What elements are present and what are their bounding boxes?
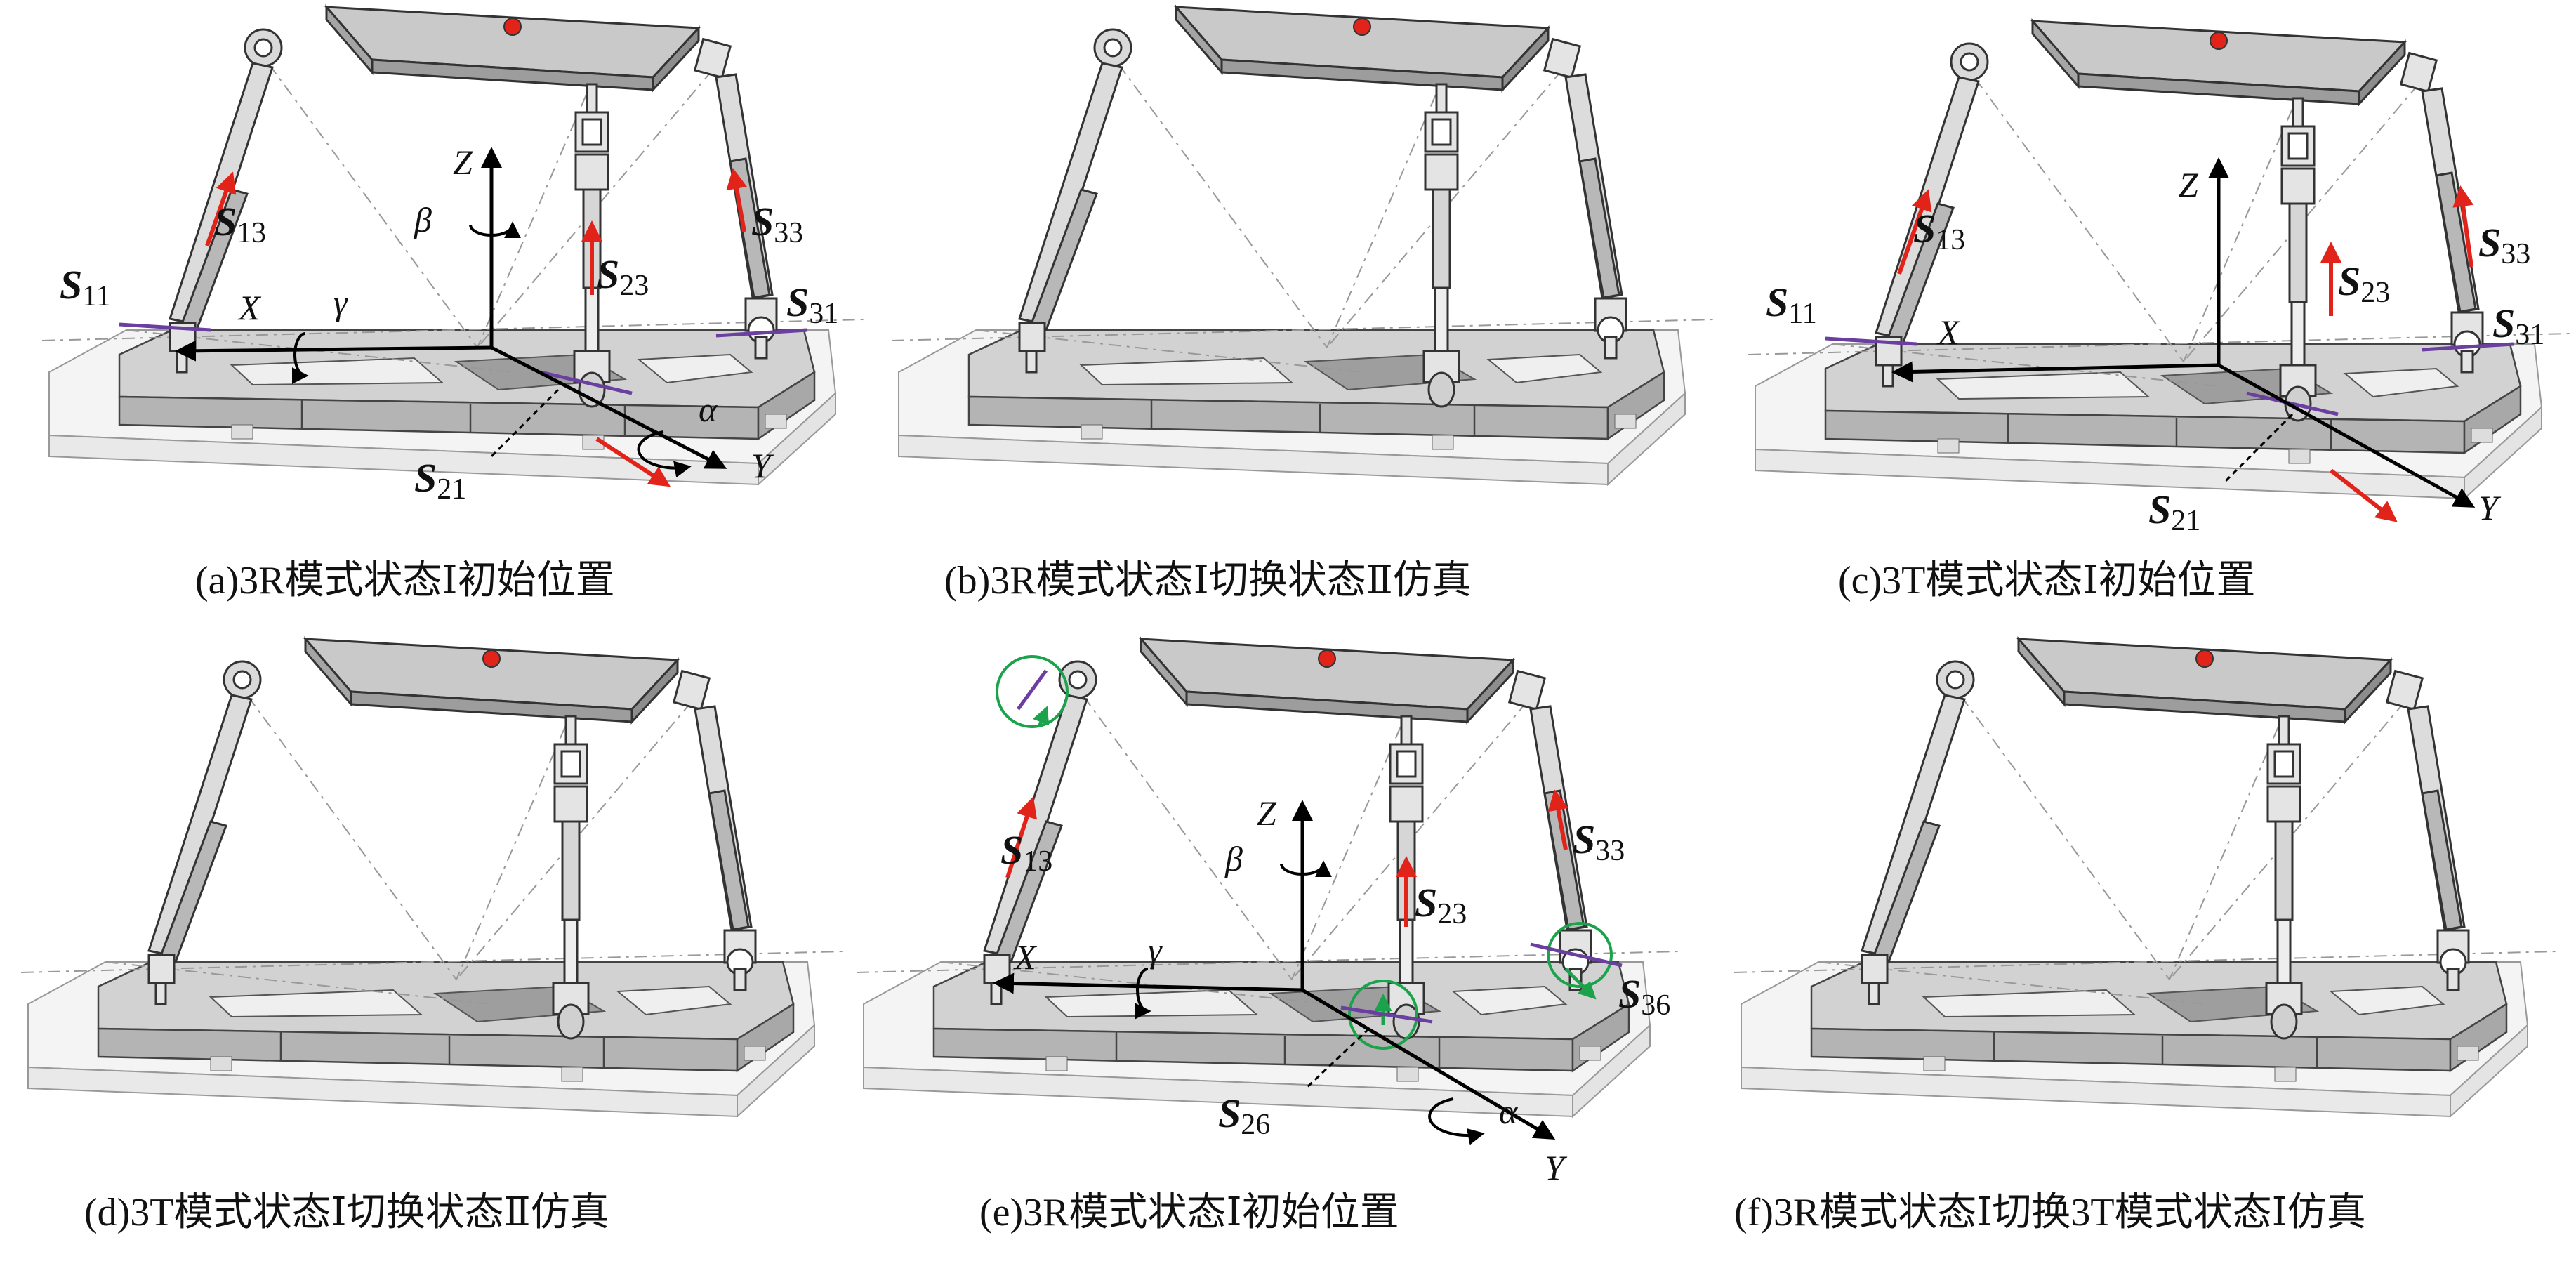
axis-label-gamma: γ	[333, 283, 348, 322]
red-arrow-s33	[726, 168, 747, 232]
label-s33: S33	[2478, 220, 2530, 270]
label-s11: S11	[1766, 279, 1817, 330]
y-axis	[1301, 988, 1556, 1140]
axis-label-alpha: α	[1499, 1092, 1519, 1131]
mechanism-drawing	[20, 638, 844, 1118]
caption-a: (a)3R模式状态Ⅰ初始位置	[195, 559, 615, 602]
label-s31: S31	[786, 279, 838, 330]
y-axis	[2217, 363, 2476, 508]
x-axis	[175, 340, 492, 362]
screw-axis-s31	[715, 328, 808, 338]
axis-label-y: Y	[1545, 1148, 1568, 1187]
label-s23: S23	[2338, 258, 2390, 309]
red-arrow-s33	[1547, 789, 1569, 850]
green-arrow-right	[1564, 968, 1597, 1000]
red-arrow-s13	[205, 171, 237, 246]
screw-axis-s11	[119, 322, 211, 332]
mechanism-drawing	[1747, 20, 2571, 500]
axis-label-y: Y	[751, 446, 774, 485]
screw-axis-s21	[2246, 391, 2339, 416]
panel-c: Z X Y S11 S13 S23 S33 S31 S21	[1747, 20, 2571, 537]
mechanism-drawing	[890, 6, 1715, 486]
mechanism-drawing	[41, 6, 865, 486]
screw-axis-upper	[1016, 669, 1048, 711]
label-s21: S21	[2148, 487, 2200, 537]
red-arrow-s33	[2452, 185, 2474, 268]
screw-axis-s21	[540, 370, 633, 395]
axis-label-x: X	[1013, 937, 1038, 977]
screw-axis-s11	[1825, 336, 1917, 346]
beta-rotation-icon	[469, 221, 521, 239]
x-axis	[1891, 361, 2219, 383]
mechanism-drawing	[1733, 638, 2557, 1118]
caption-f: (f)3R模式状态Ⅰ切换3T模式状态Ⅰ仿真	[1734, 1191, 2366, 1234]
axis-label-z: Z	[453, 143, 473, 182]
green-rotation-circle-center	[1348, 980, 1418, 1050]
axis-label-x: X	[237, 288, 262, 327]
screw-axis-s26	[1340, 1005, 1433, 1024]
red-arrow-s13	[1897, 189, 1932, 275]
panel-a: Z X Y β γ α S11 S13 S23 S33 S31 S21	[41, 6, 865, 506]
label-s31: S31	[2492, 301, 2544, 351]
caption-d: (d)3T模式状态Ⅰ切换状态Ⅱ仿真	[84, 1191, 609, 1234]
axis-label-z: Z	[1257, 793, 1277, 833]
caption-b: (b)3R模式状态Ⅰ切换状态Ⅱ仿真	[944, 559, 1472, 602]
label-s13: S13	[1913, 206, 1965, 256]
red-arrow-s13	[1005, 796, 1038, 878]
y-axis	[490, 345, 727, 469]
label-s23: S23	[1415, 880, 1467, 930]
panel-f	[1733, 638, 2557, 1118]
x-axis	[993, 972, 1303, 994]
mechanism-drawing	[855, 638, 1679, 1118]
axis-label-alpha: α	[699, 390, 718, 429]
label-s13: S13	[214, 199, 266, 249]
green-arrow-upper	[1032, 706, 1050, 727]
label-s13: S13	[1000, 827, 1052, 878]
axis-label-x: X	[1936, 312, 1961, 352]
axis-label-z: Z	[2179, 165, 2199, 204]
gamma-rotation-icon	[291, 332, 309, 384]
label-s36: S36	[1618, 971, 1670, 1022]
panel-e: Z X Y β γ α S13 S23 S33 S36 S26	[855, 638, 1679, 1187]
red-arrow-y	[2330, 468, 2398, 522]
screw-axis-s31	[2422, 342, 2514, 352]
label-s23: S23	[597, 251, 649, 302]
axis-label-beta: β	[414, 200, 432, 239]
panel-d	[20, 638, 844, 1118]
beta-rotation-icon	[1280, 860, 1332, 878]
label-s21: S21	[414, 455, 466, 506]
caption-c: (c)3T模式状态Ⅰ初始位置	[1838, 559, 2255, 602]
label-s26: S26	[1218, 1090, 1270, 1141]
caption-e: (e)3R模式状态Ⅰ初始位置	[979, 1191, 1399, 1234]
red-arrow-y	[595, 437, 671, 487]
label-s11: S11	[60, 262, 111, 312]
alpha-rotation-icon	[1428, 1097, 1485, 1145]
axis-label-gamma: γ	[1148, 930, 1163, 970]
leader-s26	[1304, 1027, 1370, 1090]
gamma-rotation-icon	[1134, 968, 1151, 1020]
panel-b	[890, 6, 1715, 486]
screw-axis-s36	[1530, 942, 1623, 968]
label-s33: S33	[1573, 817, 1625, 867]
axis-label-beta: β	[1224, 839, 1243, 878]
label-s33: S33	[751, 199, 803, 249]
axis-label-y: Y	[2478, 488, 2502, 527]
green-rotation-circle-upper	[996, 655, 1069, 728]
alpha-rotation-icon	[637, 430, 692, 478]
